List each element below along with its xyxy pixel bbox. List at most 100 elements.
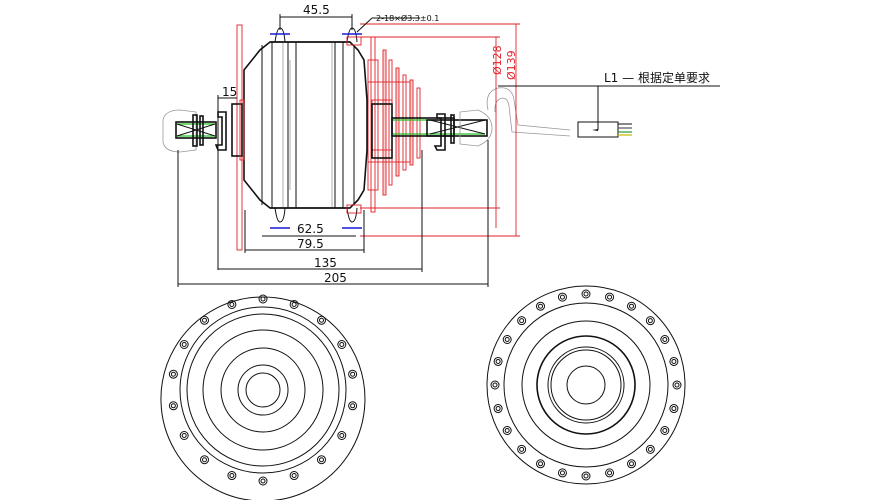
cassette xyxy=(367,36,421,213)
dia-inner-label: Ø128 xyxy=(491,45,504,75)
bolt-hole-inner xyxy=(629,461,634,467)
bolt-hole-inner xyxy=(538,303,543,309)
hole-spec-label: 2-18×Ø3.3±0.1 xyxy=(376,13,439,23)
dropout-width-label: 135 xyxy=(314,256,337,270)
diameter-dimensions: Ø128 Ø139 xyxy=(360,23,520,237)
bolt-hole xyxy=(605,468,615,478)
bolt-hole xyxy=(627,459,636,469)
bolt-hole-inner xyxy=(495,406,501,412)
bolt-hole xyxy=(493,404,503,414)
bolt-hole xyxy=(645,444,655,454)
outer-width-label: 79.5 xyxy=(297,237,324,251)
dia-outer-label: Ø139 xyxy=(505,50,518,80)
bolt-hole xyxy=(493,356,503,366)
bolt-hole-inner xyxy=(559,294,565,300)
bolt-hole xyxy=(289,471,299,481)
overall-width-label: 205 xyxy=(324,271,347,285)
svg-text:L1 — 根据定单要求: L1 — 根据定单要求 xyxy=(604,70,710,85)
right-axle xyxy=(391,109,493,151)
bolt-hole xyxy=(337,340,347,349)
bolt-hole xyxy=(660,426,670,435)
bolt-hole-inner xyxy=(181,342,187,347)
bolt-hole-inner xyxy=(662,337,668,342)
bolt-hole xyxy=(179,340,189,349)
bolt-hole xyxy=(179,431,189,440)
bolt-hole xyxy=(536,459,545,469)
bolt-hole-inner xyxy=(674,382,680,388)
bolt-hole xyxy=(227,471,237,481)
bolt-hole-inner xyxy=(339,342,345,347)
bolt-hole-inner xyxy=(350,403,356,409)
cable-note-label: L1 xyxy=(604,71,618,85)
bolt-hole xyxy=(669,356,679,366)
bolt-hole xyxy=(490,380,500,390)
bolt-hole xyxy=(168,401,178,411)
bolt-hole xyxy=(581,471,591,481)
bolt-hole-inner xyxy=(260,296,266,302)
bolt-hole xyxy=(627,301,636,311)
bolt-hole-inner xyxy=(350,371,356,377)
bolt-hole-inner xyxy=(492,382,498,388)
bolt-hole-inner xyxy=(202,457,208,463)
bolt-hole xyxy=(557,292,567,302)
bolt-hole xyxy=(502,426,512,435)
bolt-hole-inner xyxy=(181,433,187,438)
shoulder-dimension: 15 xyxy=(217,85,237,270)
bolt-hole xyxy=(672,380,682,390)
bolt-hole-inner xyxy=(318,317,324,323)
bolt-hole-inner xyxy=(583,291,589,297)
bolt-hole xyxy=(316,315,326,325)
bolt-hole xyxy=(227,299,237,309)
bolt-hole-inner xyxy=(229,301,235,307)
bolt-hole-inner xyxy=(202,317,208,323)
bolt-hole xyxy=(669,404,679,414)
bolt-hole-inner xyxy=(607,294,613,300)
bolt-hole xyxy=(536,301,545,311)
bolt-hole-inner xyxy=(629,303,634,309)
bolt-hole-inner xyxy=(170,371,176,377)
bolt-hole-inner xyxy=(607,470,613,476)
bolt-hole-inner xyxy=(229,473,235,479)
bolt-hole-inner xyxy=(538,461,543,467)
bolt-hole xyxy=(557,468,567,478)
bolt-hole xyxy=(517,316,527,326)
bolt-hole xyxy=(502,335,512,344)
bolt-hole xyxy=(348,369,358,379)
bolt-hole-inner xyxy=(339,433,345,438)
bolt-hole xyxy=(337,431,347,440)
bolt-hole-inner xyxy=(504,428,510,433)
flange-ears xyxy=(270,27,362,229)
bolt-hole-inner xyxy=(662,428,668,433)
bolt-hole xyxy=(605,292,615,302)
left-end-view xyxy=(160,294,366,500)
width-dimensions: 62.5 79.5 135 205 xyxy=(177,140,489,287)
flange-spacing-label: 45.5 xyxy=(303,3,330,17)
bolt-hole xyxy=(645,316,655,326)
cable-length-note: L1 — 根据定单要求 xyxy=(498,70,720,130)
left-hub-boss xyxy=(231,99,245,161)
bolt-hole-inner xyxy=(291,473,297,479)
bolt-hole-inner xyxy=(671,406,677,412)
bolt-hole xyxy=(517,444,527,454)
bolt-hole xyxy=(200,315,210,325)
inner-width-label: 62.5 xyxy=(297,222,324,236)
bolt-hole xyxy=(289,299,299,309)
side-view: Ø128 Ø139 45.5 2-18×Ø3.3±0.1 15 L1 — 根据定… xyxy=(162,3,720,287)
bolt-hole xyxy=(168,369,178,379)
bolt-hole xyxy=(200,455,210,465)
bolt-hole-inner xyxy=(559,470,565,476)
bolt-hole xyxy=(660,335,670,344)
cable xyxy=(486,87,632,138)
bolt-hole-inner xyxy=(583,473,589,479)
bolt-hole xyxy=(258,476,268,486)
bolt-hole-inner xyxy=(495,358,501,364)
bolt-hole xyxy=(581,289,591,299)
bolt-hole-inner xyxy=(318,457,324,463)
bolt-hole-inner xyxy=(170,403,176,409)
flange-spacing-dimension: 45.5 2-18×Ø3.3±0.1 xyxy=(279,3,439,33)
left-axle xyxy=(162,109,227,153)
bolt-hole xyxy=(258,294,268,304)
bolt-hole xyxy=(348,401,358,411)
shoulder-label: 15 xyxy=(222,85,237,99)
